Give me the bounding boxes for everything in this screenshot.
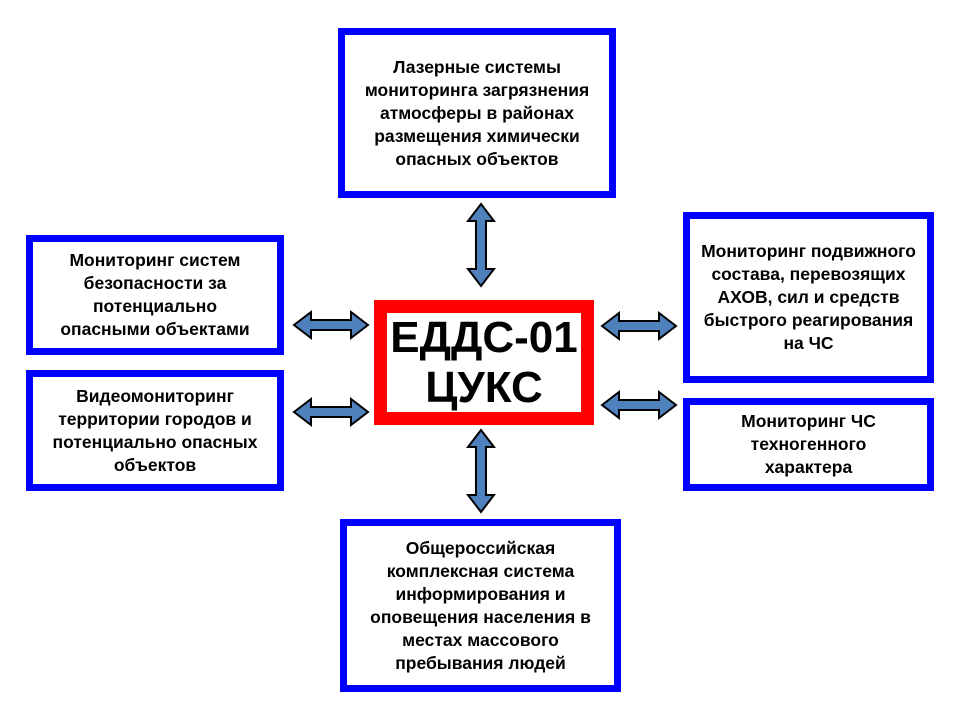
box-video-monitoring-text: Видеомониторинг территории городов и пот… xyxy=(52,385,258,475)
box-technogenic-emergency-text: Мониторинг ЧС техногенного характера xyxy=(741,411,876,477)
box-technogenic-emergency: Мониторинг ЧС техногенного характера xyxy=(683,398,934,491)
double-arrow-icon-bottom xyxy=(465,428,497,514)
central-title-line2: ЦУКС xyxy=(425,362,543,412)
box-rolling-stock: Мониторинг подвижного состава, перевозящ… xyxy=(683,212,934,383)
double-arrow-icon-right-top xyxy=(600,310,678,342)
box-safety-systems: Мониторинг систем безопасности за потенц… xyxy=(26,235,284,355)
box-laser-monitoring-text: Лазерные системы мониторинга загрязнения… xyxy=(364,56,590,169)
box-laser-monitoring: Лазерные системы мониторинга загрязнения… xyxy=(338,28,616,198)
double-arrow-icon-left-top xyxy=(292,309,370,341)
double-arrow-icon-right-bottom xyxy=(600,389,678,421)
box-notification-system: Общероссийская комплексная система инфор… xyxy=(340,519,621,692)
central-title-line1: ЕДДС-01 xyxy=(390,312,578,362)
box-video-monitoring: Видеомониторинг территории городов и пот… xyxy=(26,370,284,491)
box-rolling-stock-text: Мониторинг подвижного состава, перевозящ… xyxy=(701,241,916,353)
double-arrow-icon-top xyxy=(465,202,497,288)
box-notification-system-text: Общероссийская комплексная система инфор… xyxy=(370,537,591,673)
double-arrow-icon-left-bottom xyxy=(292,396,370,428)
box-safety-systems-text: Мониторинг систем безопасности за потенц… xyxy=(60,250,250,339)
central-node-edds: ЕДДС-01 ЦУКС xyxy=(374,300,594,425)
